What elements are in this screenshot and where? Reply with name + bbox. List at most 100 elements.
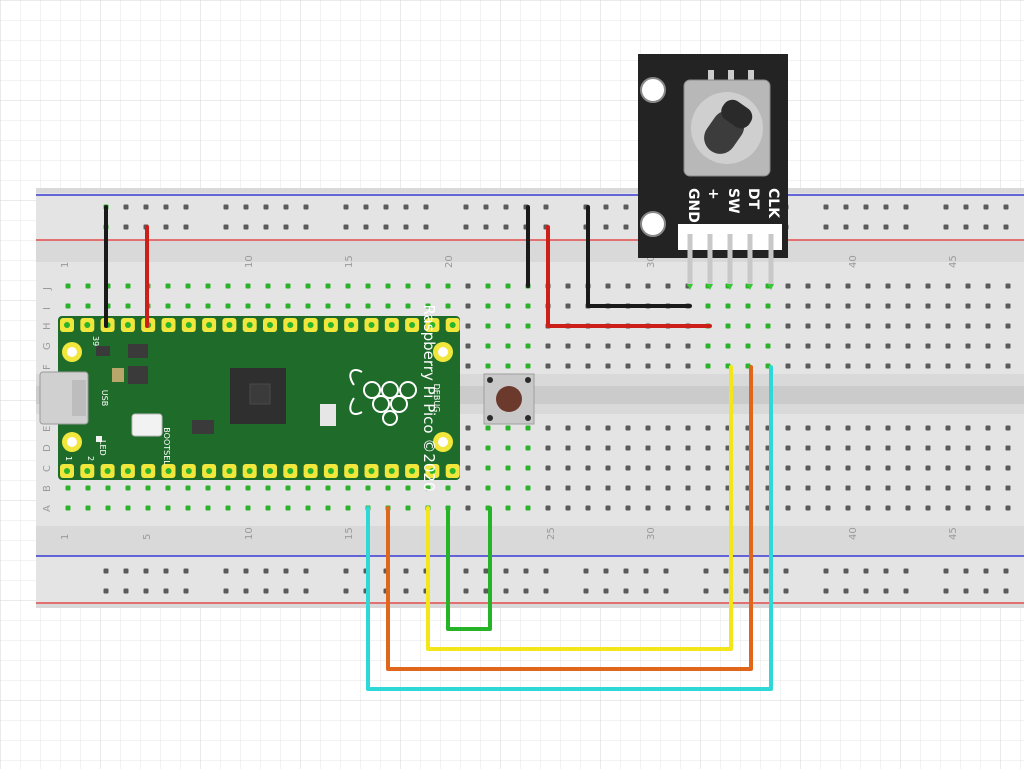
- breadboard-hole: [485, 363, 491, 369]
- breadboard-hole: [1005, 425, 1011, 431]
- breadboard-hole: [785, 465, 791, 471]
- breadboard-hole: [485, 323, 491, 329]
- breadboard-hole: [305, 303, 311, 309]
- breadboard-hole: [445, 485, 451, 491]
- pin-number-label: 39: [91, 336, 100, 346]
- push-button: [483, 373, 535, 425]
- breadboard-hole: [125, 283, 131, 289]
- breadboard-hole: [745, 323, 751, 329]
- breadboard-hole: [885, 283, 891, 289]
- pico-pad-hole: [287, 322, 294, 328]
- breadboard-hole: [705, 363, 711, 369]
- breadboard-hole: [603, 204, 609, 210]
- breadboard-hole: [285, 485, 291, 491]
- breadboard-hole: [823, 204, 829, 210]
- usb-port: [72, 380, 86, 416]
- pico-pad-hole: [388, 468, 395, 474]
- breadboard-hole: [925, 425, 931, 431]
- breadboard-hole: [1005, 363, 1011, 369]
- breadboard-hole: [625, 343, 631, 349]
- breadboard-hole: [463, 224, 469, 230]
- breadboard-hole: [765, 323, 771, 329]
- breadboard-hole: [545, 485, 551, 491]
- breadboard-hole: [963, 224, 969, 230]
- breadboard-hole: [625, 425, 631, 431]
- wire-red: [546, 225, 712, 328]
- row-label: D: [42, 444, 53, 452]
- breadboard-hole: [965, 505, 971, 511]
- breadboard-hole: [165, 505, 171, 511]
- breadboard-hole: [243, 224, 249, 230]
- breadboard-hole: [565, 505, 571, 511]
- breadboard-hole: [883, 224, 889, 230]
- breadboard-hole: [585, 465, 591, 471]
- breadboard-hole: [565, 343, 571, 349]
- flash-chip: [128, 344, 148, 358]
- breadboard-hole: [805, 283, 811, 289]
- breadboard-hole: [283, 204, 289, 210]
- breadboard-hole: [265, 303, 271, 309]
- wire-green: [446, 506, 492, 631]
- col-label-bottom: 15: [344, 527, 355, 540]
- breadboard-hole: [925, 465, 931, 471]
- breadboard-hole: [585, 505, 591, 511]
- crystal: [112, 368, 124, 382]
- breadboard-hole: [885, 505, 891, 511]
- col-label-bottom: 1: [60, 534, 71, 540]
- breadboard-hole: [625, 363, 631, 369]
- breadboard-hole: [345, 283, 351, 289]
- breadboard-hole: [643, 588, 649, 594]
- col-label-bottom: 40: [848, 527, 859, 540]
- breadboard-hole: [545, 465, 551, 471]
- breadboard-hole: [725, 323, 731, 329]
- breadboard-hole: [505, 445, 511, 451]
- breadboard-hole: [705, 343, 711, 349]
- wire-cyan: [366, 365, 773, 691]
- breadboard-hole: [825, 343, 831, 349]
- pico-pad-hole: [267, 322, 273, 328]
- mount-hole-center: [67, 347, 77, 357]
- breadboard-hole: [505, 505, 511, 511]
- push-button-pin: [525, 415, 531, 421]
- breadboard-hole: [765, 343, 771, 349]
- breadboard-hole: [285, 505, 291, 511]
- pico-pad-hole: [165, 468, 172, 474]
- pico-pad-hole: [226, 468, 233, 474]
- pico-pad-hole: [145, 468, 152, 474]
- push-button-pin: [487, 415, 493, 421]
- breadboard-hole: [825, 445, 831, 451]
- breadboard-hole: [223, 224, 229, 230]
- breadboard-hole: [863, 568, 869, 574]
- breadboard-hole: [703, 568, 709, 574]
- col-label-bottom: 10: [244, 527, 255, 540]
- breadboard-hole: [885, 343, 891, 349]
- raspberry-logo-icon: [349, 368, 417, 426]
- breadboard-hole: [965, 343, 971, 349]
- encoder-mount-hole: [640, 211, 666, 237]
- breadboard-hole: [343, 588, 349, 594]
- breadboard-hole: [845, 363, 851, 369]
- led-label: LED: [98, 440, 107, 456]
- row-label: A: [42, 505, 53, 512]
- breadboard-hole: [423, 224, 429, 230]
- breadboard-hole: [603, 588, 609, 594]
- breadboard-hole: [565, 303, 571, 309]
- breadboard-hole: [225, 485, 231, 491]
- breadboard-hole: [805, 425, 811, 431]
- breadboard-hole: [705, 485, 711, 491]
- breadboard-hole: [285, 303, 291, 309]
- breadboard-hole: [343, 224, 349, 230]
- breadboard-hole: [465, 303, 471, 309]
- row-label: I: [42, 307, 53, 310]
- breadboard-hole: [403, 204, 409, 210]
- breadboard-hole: [885, 323, 891, 329]
- breadboard-hole: [1003, 588, 1009, 594]
- breadboard-hole: [423, 204, 429, 210]
- pico-pad-hole: [409, 468, 416, 474]
- pico-pad-hole: [84, 322, 91, 328]
- breadboard-hole: [103, 568, 109, 574]
- pico-pad-hole: [64, 322, 70, 328]
- col-label-bottom: 5: [142, 534, 153, 540]
- breadboard-hole: [525, 465, 531, 471]
- pico-pad-hole: [368, 468, 375, 474]
